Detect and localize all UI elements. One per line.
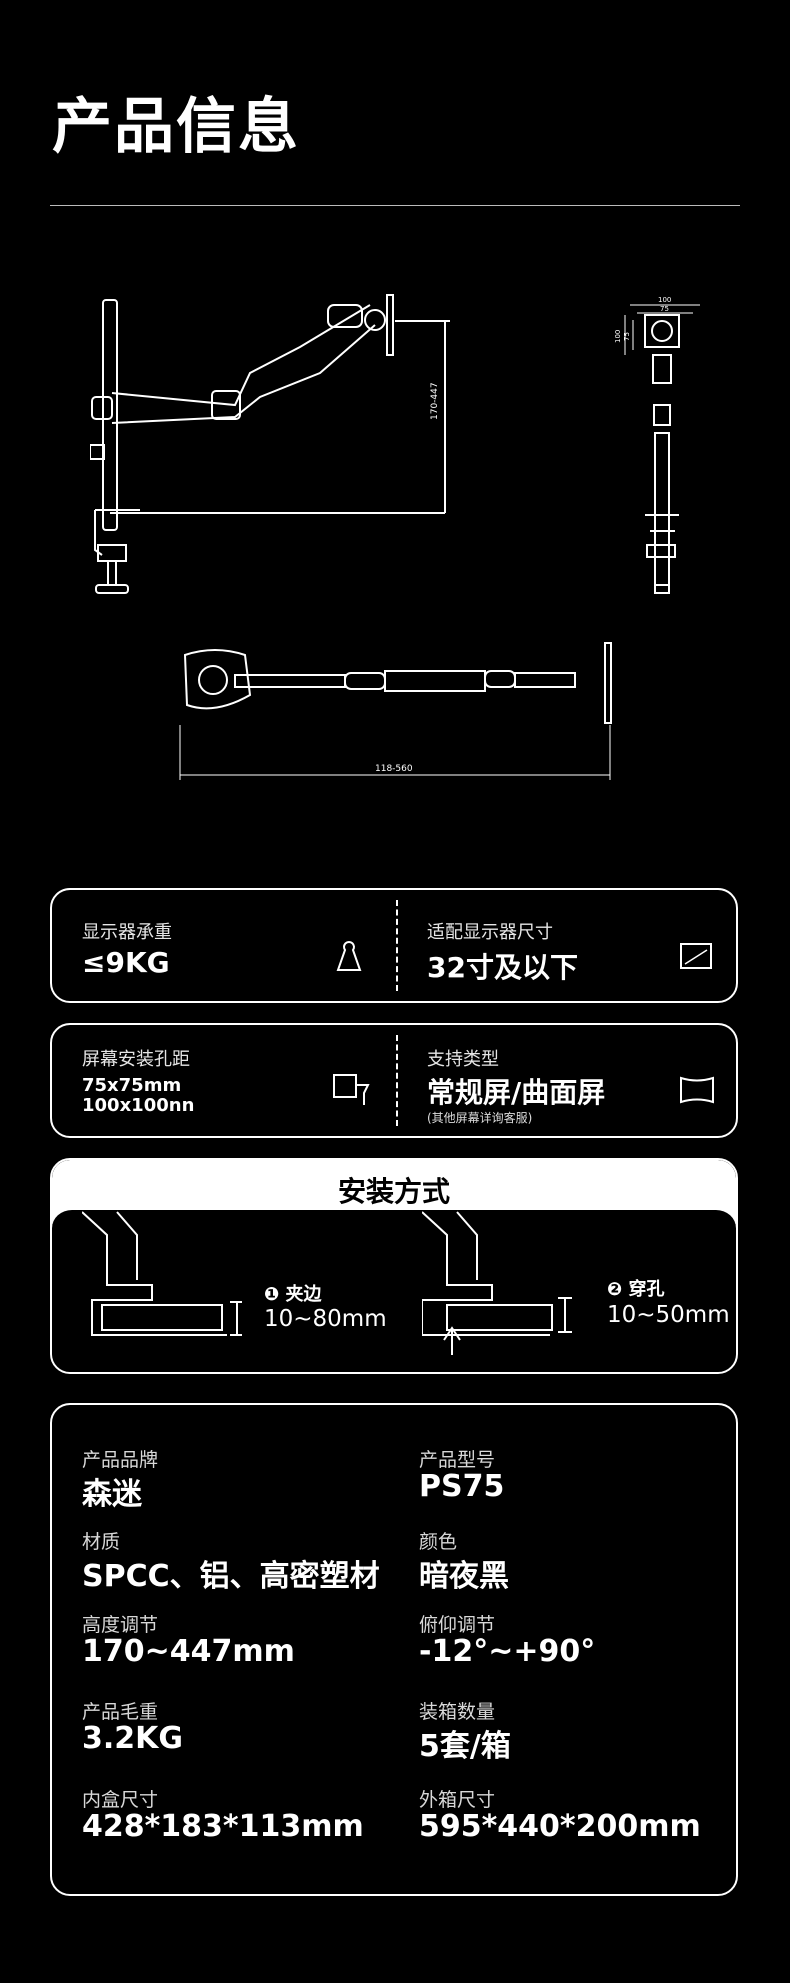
vesa-value-2: 100x100nn — [82, 1095, 195, 1116]
type-note: (其他屏幕详询客服) — [427, 1111, 533, 1125]
install-body: ❶ 夹边 10~80mm ❷ 穿孔 10~50mm — [52, 1208, 736, 1372]
height-adj-value: 170~447mm — [82, 1634, 295, 1669]
page-title: 产品信息 — [52, 92, 300, 162]
side-view-diagram: 170-447 — [90, 294, 450, 594]
load-label: 显示器承重 — [82, 922, 172, 943]
spec-card-vesa-type: 屏幕安装孔距 75x75mm 100x100nn 支持类型 常规屏/曲面屏 (其… — [50, 1023, 738, 1138]
model-label: 产品型号 — [419, 1449, 496, 1471]
pack-qty-value: 5套/箱 — [419, 1729, 511, 1764]
height-dimension-label: 170-447 — [430, 382, 440, 420]
clamp-diagram — [82, 1211, 242, 1336]
type-label: 支持类型 — [427, 1049, 499, 1070]
vesa-value-1: 75x75mm — [82, 1075, 182, 1096]
mount-icon — [333, 1074, 370, 1105]
width-dimension-label: 118-560 — [375, 764, 413, 774]
top-view-diagram: 118-560 — [179, 642, 612, 780]
front-dim-label: 100 — [658, 296, 671, 304]
install-title: 安装方式 — [337, 1175, 450, 1208]
front-dim-label: 75 — [660, 305, 669, 313]
type-value: 常规屏/曲面屏 — [427, 1076, 606, 1109]
grommet-range: 10~50mm — [607, 1302, 730, 1328]
weight-icon — [336, 941, 362, 971]
inner-box-label: 内盒尺寸 — [82, 1789, 159, 1811]
model-value: PS75 — [419, 1469, 505, 1504]
tilt-value: -12°~+90° — [419, 1634, 596, 1669]
install-card: 安装方式 ❶ 夹边 10~80mm ❷ 穿 — [50, 1158, 738, 1374]
load-value: ≤9KG — [82, 946, 170, 979]
clamp-label: 夹边 — [285, 1284, 322, 1305]
front-view-diagram: 100 75 100 75 — [615, 296, 700, 594]
material-value: SPCC、铝、高密塑材 — [82, 1559, 380, 1594]
brand-value: 森迷 — [82, 1477, 142, 1512]
color-value: 暗夜黑 — [419, 1559, 509, 1594]
product-info-card: 产品品牌 森迷 产品型号 PS75 材质 SPCC、铝、高密塑材 颜色 暗夜黑 … — [50, 1403, 738, 1896]
tilt-label: 俯仰调节 — [419, 1614, 496, 1636]
inner-box-value: 428*183*113mm — [82, 1809, 364, 1844]
brand-label: 产品品牌 — [82, 1449, 159, 1471]
divider — [396, 900, 398, 991]
outer-box-label: 外箱尺寸 — [419, 1789, 496, 1811]
spec-card-load-size: 显示器承重 ≤9KG 适配显示器尺寸 32寸及以下 — [50, 888, 738, 1003]
height-adj-label: 高度调节 — [82, 1614, 159, 1636]
front-dim-label: 100 — [615, 330, 622, 343]
grommet-diagram — [422, 1211, 572, 1355]
outer-box-value: 595*440*200mm — [419, 1809, 701, 1844]
material-label: 材质 — [82, 1531, 121, 1553]
divider — [396, 1035, 398, 1126]
weight-value: 3.2KG — [82, 1721, 184, 1756]
size-label: 适配显示器尺寸 — [427, 922, 553, 943]
title-divider — [50, 205, 740, 206]
grommet-number: ❷ — [607, 1279, 623, 1300]
vesa-label: 屏幕安装孔距 — [82, 1049, 190, 1070]
color-label: 颜色 — [419, 1531, 458, 1553]
clamp-range: 10~80mm — [264, 1306, 387, 1332]
size-value: 32寸及以下 — [427, 951, 578, 984]
grommet-label: 穿孔 — [628, 1279, 665, 1300]
weight-label: 产品毛重 — [82, 1701, 159, 1723]
front-dim-label: 75 — [623, 332, 631, 341]
pack-qty-label: 装箱数量 — [419, 1701, 496, 1723]
clamp-number: ❶ — [264, 1284, 280, 1305]
screen-size-icon — [680, 943, 712, 969]
curved-screen-icon — [680, 1076, 714, 1104]
